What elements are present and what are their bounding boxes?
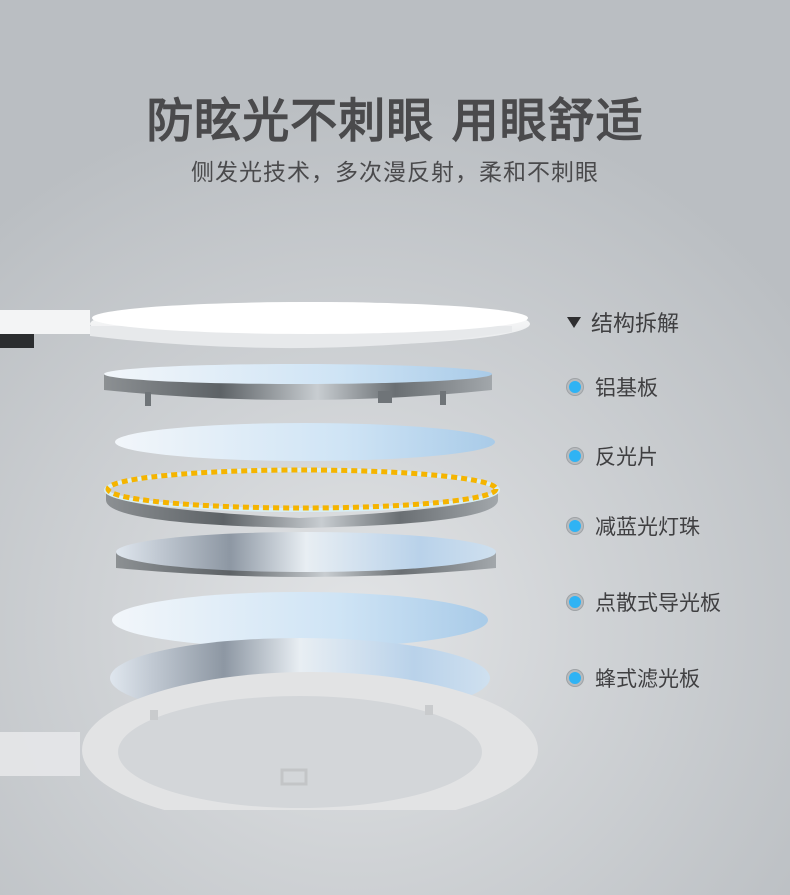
legend-item-light-guide: 点散式导光板 — [567, 587, 721, 617]
filter-plate-top-layer — [112, 592, 488, 648]
led-ring-layer — [104, 467, 500, 528]
legend-item-label: 减蓝光灯珠 — [595, 515, 700, 539]
bullet-dot-icon — [567, 518, 583, 534]
structure-legend: 结构拆解 铝基板 反光片 减蓝光灯珠 点散式导光板 蜂式滤光板 — [564, 306, 721, 691]
lamp-head-cover — [0, 302, 530, 349]
aluminum-substrate-layer — [104, 364, 492, 406]
base-frame-ring — [0, 672, 538, 810]
legend-item-reflector: 反光片 — [567, 441, 658, 471]
light-guide-plate-layer — [116, 532, 496, 577]
bullet-dot-icon — [567, 594, 583, 610]
bullet-dot-icon — [567, 670, 583, 686]
reflector-sheet-layer — [115, 423, 495, 461]
legend-item-label: 点散式导光板 — [595, 591, 721, 615]
legend-item-filter: 蜂式滤光板 — [567, 663, 700, 693]
triangle-down-icon — [567, 316, 581, 328]
subheadline: 侧发光技术，多次漫反射，柔和不刺眼 — [191, 160, 599, 186]
headline: 防眩光不刺眼 用眼舒适 — [146, 94, 644, 149]
legend-title: 结构拆解 — [564, 306, 679, 338]
legend-title-text: 结构拆解 — [591, 312, 680, 337]
legend-item-aluminum-substrate: 铝基板 — [567, 372, 658, 402]
legend-item-label: 蜂式滤光板 — [595, 667, 700, 691]
bullet-dot-icon — [567, 448, 583, 464]
legend-item-led: 减蓝光灯珠 — [567, 511, 700, 541]
exploded-view-illustration — [0, 290, 560, 810]
legend-item-label: 反光片 — [595, 445, 658, 469]
legend-item-label: 铝基板 — [595, 376, 658, 400]
bullet-dot-icon — [567, 379, 583, 395]
